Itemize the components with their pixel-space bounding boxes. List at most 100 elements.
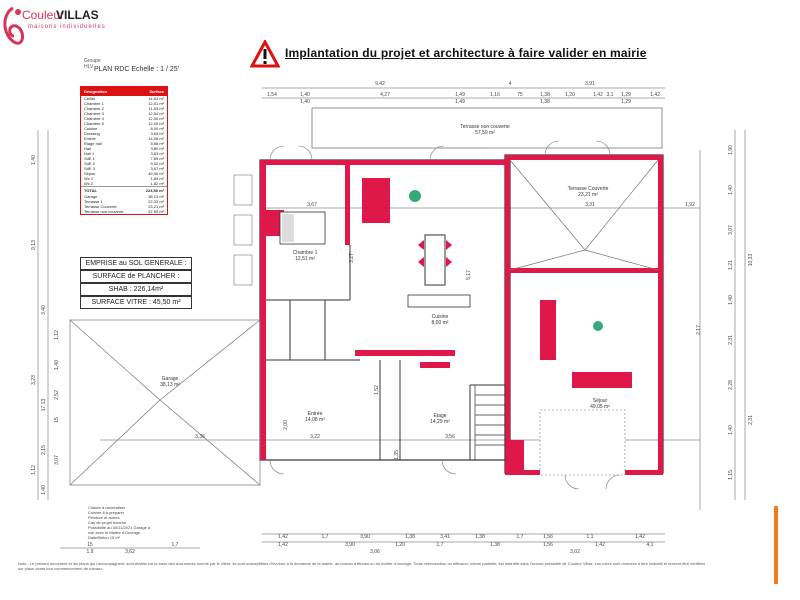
- dim-top: 1,42: [650, 92, 660, 98]
- terrasse-roof: [509, 159, 659, 271]
- dim-top-sub: 1,49: [455, 99, 465, 105]
- surface-table-total: TOTAL 223,50 m²: [81, 186, 167, 194]
- outdoor-furniture: [233, 174, 626, 476]
- company-logo: Couleur VILLAS maisons individuelles Gro…: [0, 0, 110, 70]
- dim-bottom-sub: 1,20: [395, 542, 405, 548]
- kitchen-island: [407, 294, 471, 308]
- surface-row-designation: Cuisine: [84, 126, 98, 131]
- summary-vitre: SURFACE VITRE : 45,50 m²: [80, 296, 192, 309]
- surface-row-designation: Hall 1: [84, 151, 95, 156]
- dim-mid-h: 3,22: [310, 434, 320, 440]
- plan-scale-label: PLAN RDC Echelle : 1 / 25': [94, 66, 179, 73]
- dim-mid-v: 1,52: [374, 385, 380, 395]
- garage-roof: [69, 319, 261, 486]
- note-line: Possibilité au 30/11/2021 Garage à: [88, 525, 151, 530]
- room-etage-area: 14,29 m²: [430, 419, 450, 425]
- dim-left: 9,13: [31, 240, 37, 250]
- dim-left-garage: 1,12: [54, 330, 60, 340]
- dining-table-1: [418, 234, 452, 286]
- accent-bar: [774, 506, 778, 584]
- surface-row-designation: Cellier: [84, 96, 96, 101]
- surface-row-designation: Wc 1: [84, 176, 94, 181]
- dim-top-sub: 1,40: [300, 99, 310, 105]
- dim-bottom-sub: 3,90: [345, 542, 355, 548]
- surface-row-designation: SdE 2: [84, 161, 95, 166]
- note-line: Dalle/Béton 15 m²: [88, 535, 121, 540]
- surface-row-value: 1,82 m²: [150, 181, 164, 186]
- room-entree-area: 14,08 m²: [305, 417, 325, 423]
- surface-extra-value: 57,59 m²: [148, 209, 164, 214]
- surface-row-designation: Dressing: [84, 131, 100, 136]
- surface-extra-designation: Terrasse Couverte: [84, 204, 117, 209]
- dim-mid-v: 3,27: [349, 253, 355, 263]
- surface-row-designation: SdE 3: [84, 166, 95, 171]
- dim-left-garage: 2,52: [54, 390, 60, 400]
- dim-bottom: 3,90: [360, 534, 370, 540]
- bed-pillow: [282, 214, 294, 242]
- surface-extra-value: 22,33 m²: [148, 199, 164, 204]
- surface-row-value: 5,58 m²: [150, 141, 164, 146]
- dim-right: 1,90: [728, 145, 734, 155]
- dim-right: 2,28: [728, 380, 734, 390]
- room-garage-label: Garage: [162, 376, 179, 382]
- surface-row-designation: Chambre 5: [84, 121, 104, 126]
- dim-right: 3,07: [728, 225, 734, 235]
- plant-icon: [593, 321, 603, 331]
- surface-table-header-designation: Désignation: [84, 89, 107, 94]
- surface-row-value: 12,54 m²: [148, 111, 164, 116]
- dim-top-total-left: 9,42: [375, 81, 385, 87]
- surface-row-designation: Chambre 2: [84, 106, 104, 111]
- note-line: voir avec le Maître d'Ouvrage: [88, 530, 141, 535]
- surface-row-value: 14,63 m²: [148, 96, 164, 101]
- surface-extra-designation: Terrasse non couverte: [84, 209, 124, 214]
- dim-bottom-sub: 4,1: [647, 542, 654, 548]
- dim-top: 1,16: [490, 92, 500, 98]
- dim-right: 2,31: [728, 335, 734, 345]
- room-chambre-area: 12,51 m²: [295, 256, 315, 262]
- room-terrasse-ext-area: 57,59 m²: [475, 130, 495, 136]
- room-entree-label: Entrée: [308, 411, 323, 417]
- dim-mid-v: 2,00: [283, 420, 289, 430]
- surface-extra-value: 23,21 m²: [148, 204, 164, 209]
- surface-row-value: 3,60 m²: [150, 131, 164, 136]
- dim-bottom-sub: 1,7: [437, 542, 444, 548]
- dim-bottom-sub: 1,42: [278, 542, 288, 548]
- dim-left: 1,12: [31, 465, 37, 475]
- dim-top: 1,49: [455, 92, 465, 98]
- surface-table-extra-row: Terrasse Couverte 23,21 m²: [81, 204, 167, 209]
- surface-extra-value: 38,13 m²: [148, 194, 164, 199]
- terrasse-outline: [311, 107, 663, 149]
- door-arcs: [269, 140, 621, 490]
- surface-table-row: Wc 2 1,82 m²: [81, 181, 167, 186]
- surface-extra-designation: Garage: [84, 194, 98, 199]
- dim-left: 17,13: [41, 399, 47, 412]
- dim-top-total-mid: 4: [509, 81, 512, 87]
- dim-left-garage: 3,07: [54, 455, 60, 465]
- dim-right: 1,40: [728, 185, 734, 195]
- dim-mid-h: 3,56: [445, 434, 455, 440]
- room-cuisine-label: Cuisine: [432, 314, 449, 320]
- surface-row-value: 7,69 m²: [150, 156, 164, 161]
- dim-top-sub: 1,38: [540, 99, 550, 105]
- surface-row-value: 49,05 m²: [148, 171, 164, 176]
- surface-table-row: Cellier 14,63 m²: [81, 96, 167, 101]
- surface-row-designation: Etage hall: [84, 141, 102, 146]
- dim-left-garage: 15: [54, 417, 60, 423]
- surface-row-designation: Wc 2: [84, 181, 94, 186]
- note-line: Cuisine 8 à préparer: [88, 510, 125, 515]
- note-line: Cas de projet tranche: [88, 520, 127, 525]
- dim-bottom-left: 15: [87, 542, 93, 548]
- dim-top: 1,54: [267, 92, 277, 98]
- logo-swirl-icon: [3, 6, 24, 45]
- room-etage-label: Etage: [433, 413, 446, 419]
- dim-bottom: 1,42: [278, 534, 288, 540]
- dim-top: 1,40: [300, 92, 310, 98]
